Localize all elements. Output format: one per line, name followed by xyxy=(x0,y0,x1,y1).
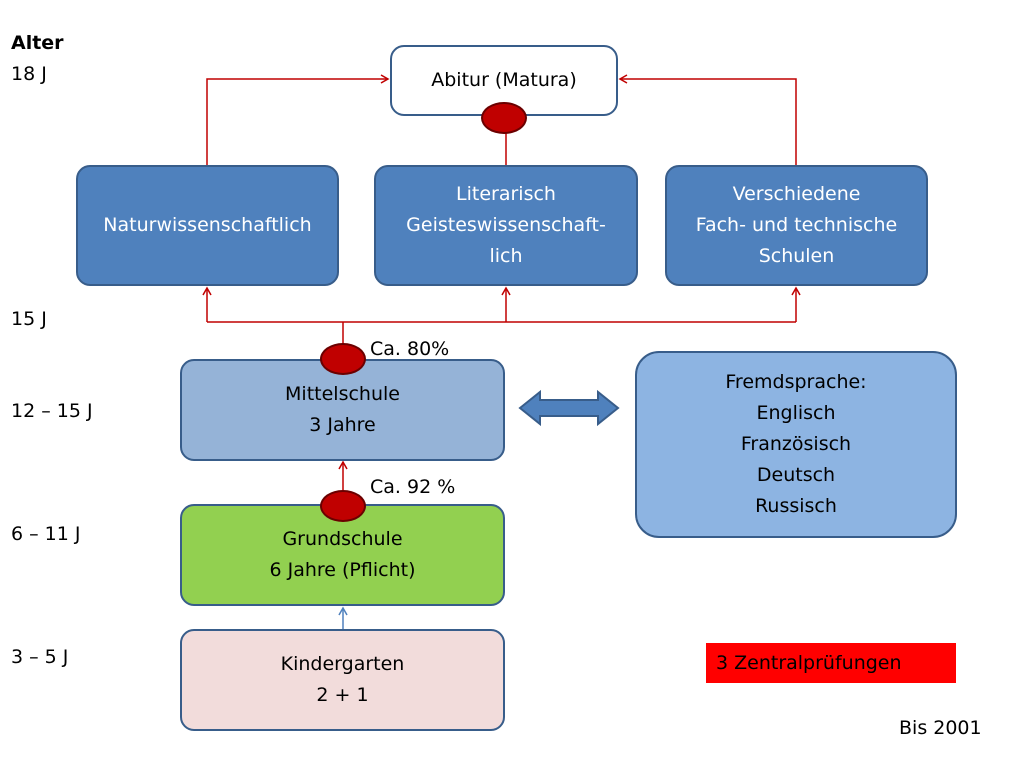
mittelschule-line-1: Mittelschule xyxy=(285,383,400,405)
kindergarten-box: Kindergarten 2 + 1 xyxy=(180,629,505,731)
exam-marker-mittelschule xyxy=(320,343,366,375)
fach-line-2: Fach- und technische xyxy=(695,214,898,236)
footnote-date: Bis 2001 xyxy=(899,717,982,739)
zentralpruefungen-legend: 3 Zentralprüfungen xyxy=(706,643,956,683)
age-label-15: 15 J xyxy=(11,308,47,330)
kindergarten-line-1: Kindergarten xyxy=(280,653,405,675)
age-label-18: 18 J xyxy=(11,63,47,85)
exam-marker-abitur xyxy=(481,102,527,134)
grundschule-line-2: 6 Jahre (Pflicht) xyxy=(269,559,416,581)
kindergarten-line-2: 2 + 1 xyxy=(316,684,369,706)
fremdsprache-line-2: Englisch xyxy=(756,402,836,424)
abitur-line: Abitur (Matura) xyxy=(431,69,577,91)
age-label-6-11: 6 – 11 J xyxy=(11,523,81,545)
fremdsprache-line-4: Deutsch xyxy=(756,464,836,486)
fach-line-1: Verschiedene xyxy=(732,183,861,205)
fach-line-3: Schulen xyxy=(758,245,835,267)
fremdsprache-line-5: Russisch xyxy=(755,495,837,517)
literarisch-line-1: Literarisch xyxy=(456,183,556,205)
fremdsprache-line-1: Fremdsprache: xyxy=(725,371,867,393)
age-header: Alter xyxy=(11,32,64,54)
literarisch-line-2: Geisteswissenschaft- xyxy=(406,214,606,236)
grundschule-line-1: Grundschule xyxy=(282,528,403,550)
fachschulen-box: Verschiedene Fach- und technische Schule… xyxy=(665,165,928,286)
age-label-12-15: 12 – 15 J xyxy=(11,400,93,422)
literarisch-line-3: lich xyxy=(489,245,523,267)
transition-percent-mittelschule: Ca. 92 % xyxy=(370,476,456,498)
arrow-fach-to-abitur xyxy=(618,74,797,165)
arrow-natur-to-abitur xyxy=(206,74,390,165)
mittelschule-line-2: 3 Jahre xyxy=(309,414,376,436)
fremdsprache-box: Fremdsprache: Englisch Französisch Deuts… xyxy=(635,351,957,538)
literarisch-box: Literarisch Geisteswissenschaft- lich xyxy=(374,165,638,286)
exam-marker-grundschule xyxy=(320,490,366,522)
fremdsprache-line-3: Französisch xyxy=(740,433,852,455)
natur-line: Naturwissenschaftlich xyxy=(103,214,312,236)
age-label-3-5: 3 – 5 J xyxy=(11,646,69,668)
double-arrow-icon xyxy=(518,389,620,427)
naturwissenschaftlich-box: Naturwissenschaftlich xyxy=(76,165,339,286)
transition-percent-oberstufe: Ca. 80% xyxy=(370,338,450,360)
